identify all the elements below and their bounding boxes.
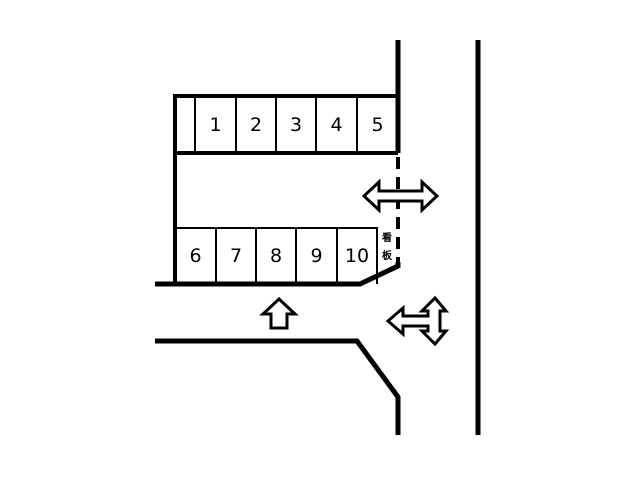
signboard-label: 看: [382, 231, 392, 244]
stall-number: 4: [330, 114, 342, 136]
up-arrow-icon: [259, 296, 299, 330]
access-road-edge: [155, 338, 401, 435]
stall-number: 6: [189, 245, 201, 267]
stall-number: 3: [290, 114, 302, 136]
stall-number: 8: [270, 245, 282, 267]
signboard: 看 板: [382, 231, 393, 262]
stall-number: 2: [250, 114, 262, 136]
stall-number: 1: [209, 114, 221, 136]
stall-number: 7: [230, 245, 242, 267]
stall-number: 5: [371, 114, 383, 136]
stall-number: 9: [310, 245, 322, 267]
top-stall-row: 1 2 3 4 5: [173, 94, 398, 155]
left-right-arrow-icon: [361, 178, 440, 214]
bottom-stall-row: 6 7 8 9 10: [174, 227, 378, 284]
signboard-label: 板: [382, 249, 393, 262]
lot-wall-lower: [155, 262, 401, 287]
turn-arrow-icon: [385, 295, 450, 347]
stall-number: 10: [345, 245, 369, 267]
